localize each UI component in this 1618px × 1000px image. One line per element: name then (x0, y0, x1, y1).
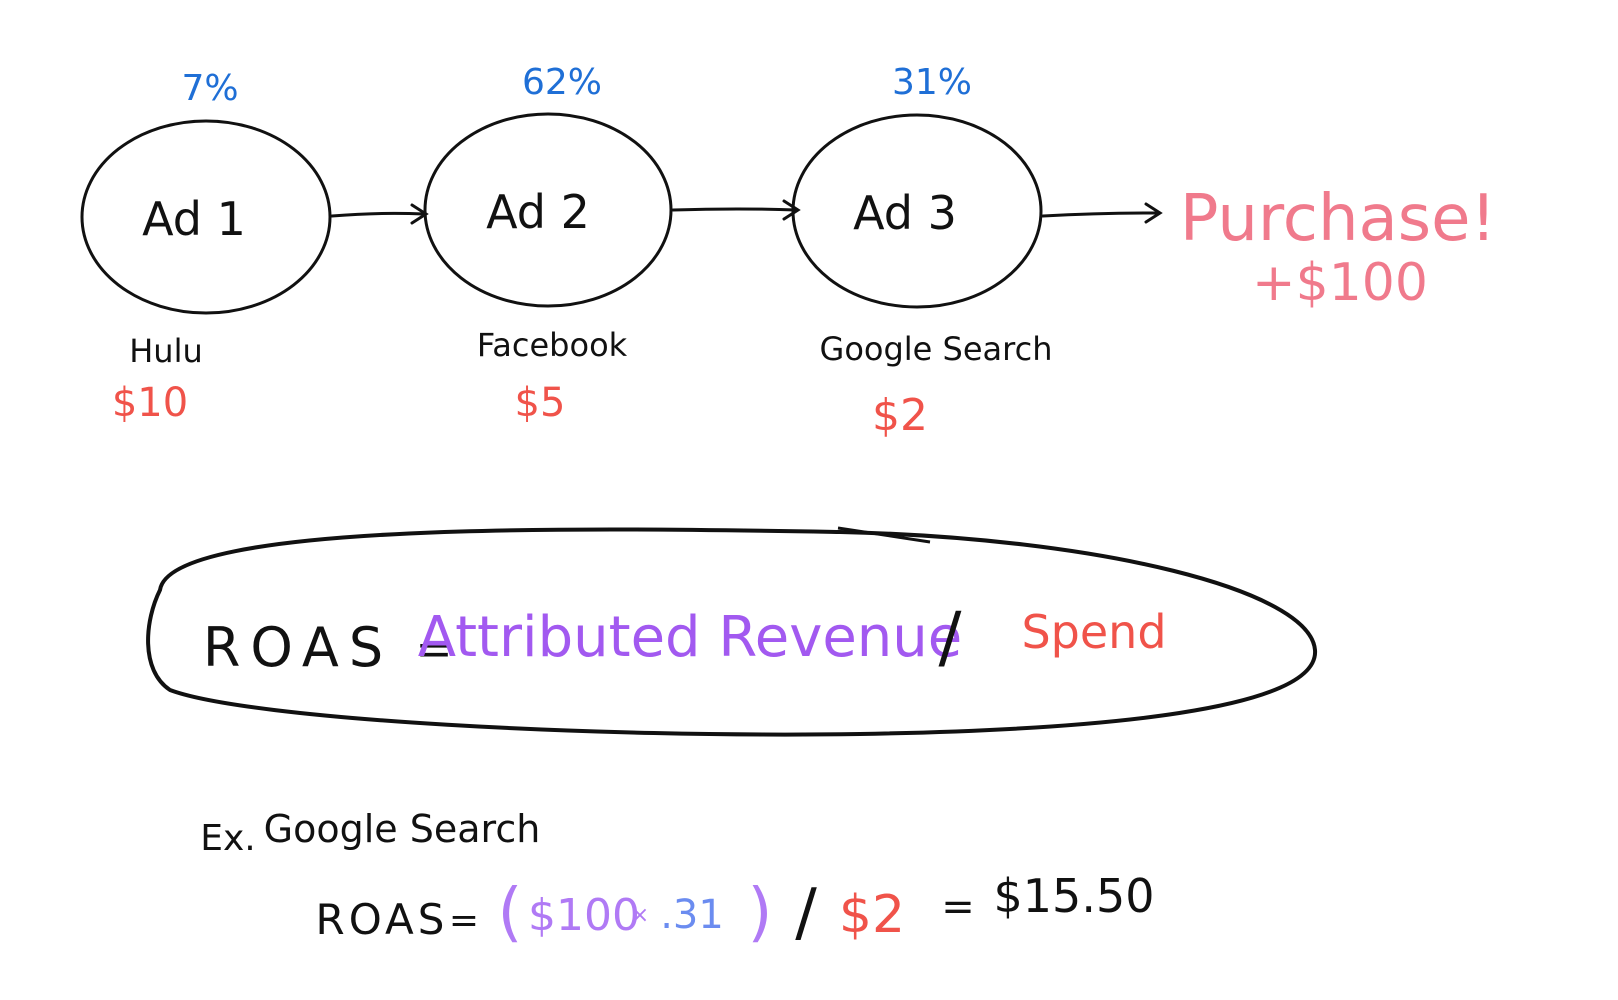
example-result: $15.50 (994, 869, 1155, 923)
example-divider: / (795, 876, 817, 950)
ad-1-label: Ad 1 (142, 192, 246, 246)
ad-1-channel: Hulu (129, 332, 203, 370)
formula-equals: = (416, 624, 453, 675)
ad-node-3: Ad 3 (791, 113, 1043, 309)
arrow-ad2-ad3 (671, 199, 801, 221)
arrow-ad3-purchase (1041, 202, 1163, 224)
ad-1-spend: $10 (112, 380, 188, 426)
example-spend: $2 (839, 885, 905, 945)
ad-3-channel: Google Search (820, 330, 1053, 368)
purchase-label: Purchase! (1180, 182, 1496, 256)
example-share: .31 (660, 892, 724, 938)
ad-2-channel: Facebook (477, 326, 628, 364)
ad-2-spend: $5 (515, 380, 566, 426)
example-prefix: Ex. (200, 818, 256, 859)
ad-2-label: Ad 2 (486, 185, 590, 239)
example-times: × (631, 903, 649, 928)
formula-bubble (146, 526, 1318, 737)
example-channel: Google Search (264, 807, 541, 851)
ad-node-2: Ad 2 (423, 112, 673, 308)
example-open-paren: ( (498, 876, 523, 950)
example-lhs: ROAS (316, 895, 449, 944)
ad-3-spend: $2 (872, 390, 928, 441)
formula-denominator: Spend (1021, 605, 1166, 659)
ad-3-share: 31% (892, 62, 972, 103)
example-close-paren: ) (748, 876, 773, 950)
formula-divider: / (939, 598, 962, 677)
example-equals: = (449, 900, 479, 941)
ad-3-label: Ad 3 (853, 186, 957, 240)
ad-2-share: 62% (522, 62, 602, 103)
example-revenue: $100 (528, 890, 640, 941)
example-equals-2: = (941, 884, 975, 930)
ad-1-share: 7% (181, 68, 238, 109)
formula-numerator: Attributed Revenue (418, 605, 963, 670)
ad-node-1: Ad 1 (80, 119, 332, 315)
arrow-ad1-ad2 (330, 203, 429, 225)
formula-lhs: ROAS (203, 616, 393, 679)
purchase-value: +$100 (1252, 253, 1428, 313)
